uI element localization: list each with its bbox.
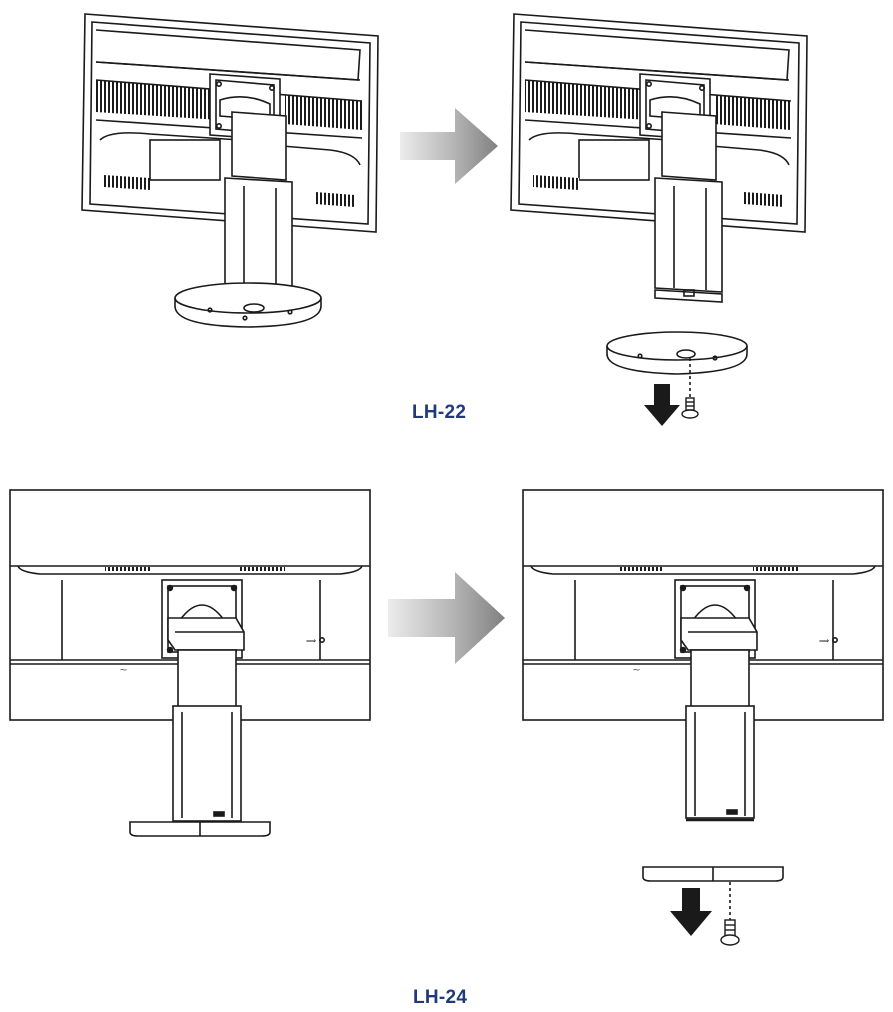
lh22-model-label: LH-22 bbox=[412, 402, 467, 423]
svg-text:⁓: ⁓ bbox=[633, 667, 640, 674]
lh24-monitor-detached: ⟹ ⁓ bbox=[522, 489, 884, 920]
svg-text:⟹: ⟹ bbox=[306, 638, 316, 645]
lh24-monitor-assembled: ⟹ ⁓ bbox=[9, 489, 371, 837]
lh22-down-arrow-icon bbox=[644, 384, 680, 426]
lh24-process-arrow bbox=[388, 572, 505, 664]
lh22-monitor-detached bbox=[510, 13, 808, 398]
lh24-down-arrow-icon bbox=[670, 888, 712, 936]
lh24-model-label: LH-24 bbox=[413, 987, 468, 1008]
svg-text:⁓: ⁓ bbox=[120, 667, 127, 674]
lh22-screw-icon bbox=[681, 397, 699, 419]
lh22-monitor-assembled bbox=[81, 13, 379, 328]
lh22-process-arrow bbox=[400, 108, 498, 184]
lh24-screw-icon bbox=[720, 919, 740, 946]
svg-text:⟹: ⟹ bbox=[819, 638, 829, 645]
